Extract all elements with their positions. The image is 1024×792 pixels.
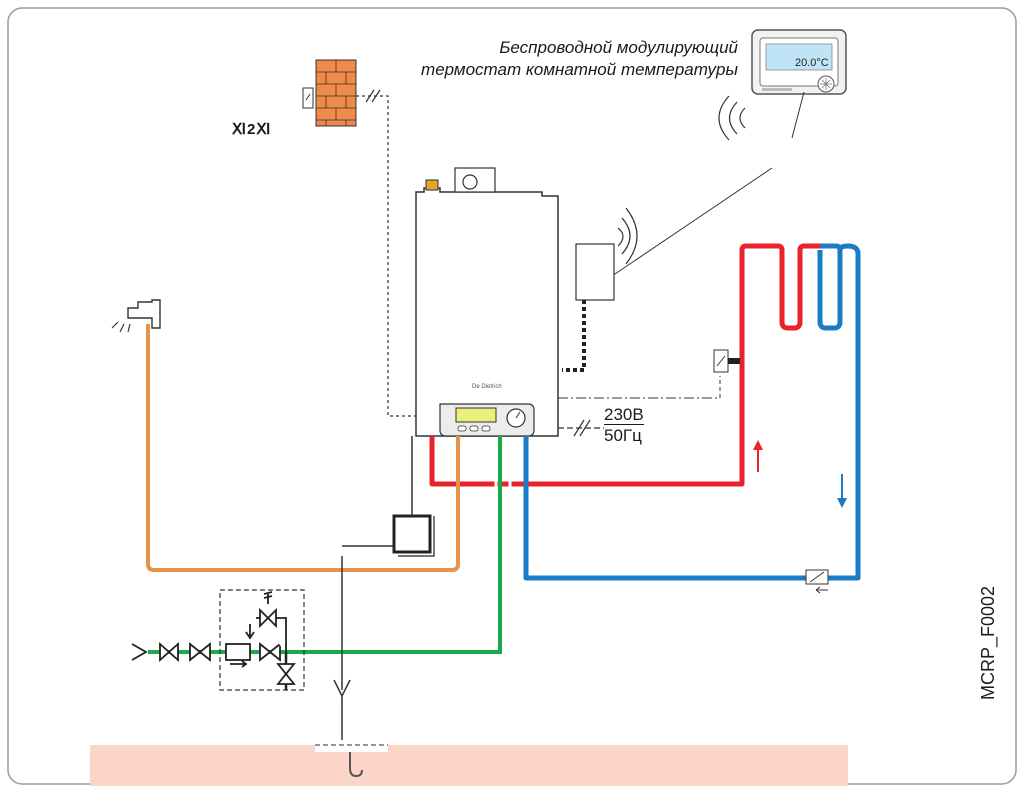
voltage-label: 230В	[604, 405, 644, 424]
power-supply-label: 230В 50Гц	[604, 405, 644, 445]
thermostat-title-line1: Беспроводной модулирующий	[499, 38, 738, 57]
flow-direction-arrow-down	[837, 474, 847, 508]
cable-marker	[365, 89, 381, 103]
safety-group-box	[219, 589, 305, 691]
thermostat-title: Беспроводной модулирующий термостат комн…	[408, 37, 738, 81]
safety-thermostat-icon	[713, 349, 740, 373]
receiver-signal-icon	[617, 207, 638, 265]
diagram-code: MCRP_F0002	[978, 585, 998, 700]
heating-return-pipe	[523, 243, 861, 581]
receiver-leader	[611, 167, 773, 277]
boiler	[415, 167, 559, 437]
floor	[90, 745, 848, 786]
condensate-trap-icon	[392, 436, 435, 557]
boiler-brand: De Dietrich	[472, 384, 502, 390]
flow-pipe-break	[494, 478, 512, 490]
wall-sensor-icon	[302, 87, 314, 109]
underfloor-loop-return	[817, 243, 843, 331]
drain-funnel-icon	[333, 545, 394, 740]
thermostat-leader	[791, 91, 805, 139]
receiver-cable	[562, 300, 586, 372]
wireless-thermostat-icon	[751, 29, 847, 95]
return-sensor-icon	[805, 569, 829, 594]
power-cable-marker	[573, 419, 591, 437]
sensor-cable	[356, 95, 418, 417]
brick-wall	[315, 59, 357, 127]
thermostat-display-value: 20.0°C	[795, 57, 829, 69]
frequency-label: 50Гц	[604, 424, 644, 445]
hot-water-pipe	[146, 324, 460, 572]
radio-receiver-icon	[575, 243, 615, 301]
cold-water-pipe	[148, 436, 502, 654]
heating-flow-pipe	[429, 243, 820, 487]
thermostat-signal-icon	[718, 95, 746, 141]
floor-drain-trap	[349, 752, 363, 778]
outdoor-sensor-code: Ⅺ2Ⅺ	[232, 121, 272, 138]
flow-direction-arrow-up	[753, 440, 763, 472]
water-tap-icon	[111, 299, 161, 333]
safety-valve-icon	[245, 591, 296, 690]
thermostat-title-line2: термостат комнатной температуры	[421, 60, 738, 79]
cold-water-valves	[131, 641, 281, 668]
